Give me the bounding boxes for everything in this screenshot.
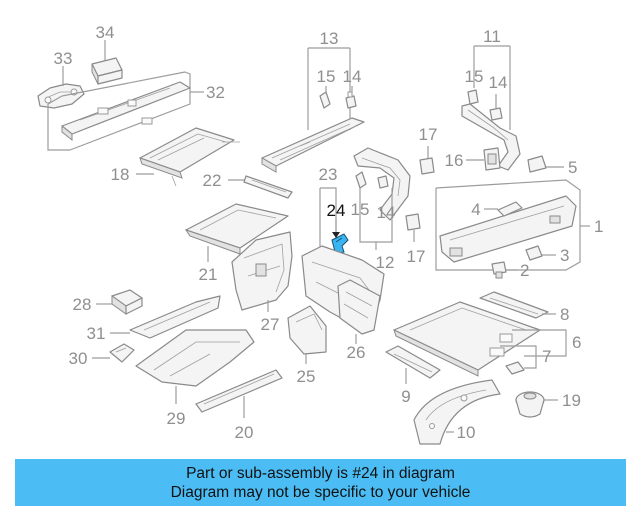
label-23: 23 xyxy=(319,165,338,184)
label-17-a: 17 xyxy=(419,125,438,144)
label-13: 13 xyxy=(320,29,339,48)
part-1-rear-trim-box xyxy=(435,179,581,271)
label-14-c: 14 xyxy=(377,203,396,222)
label-24-highlighted: 24 xyxy=(327,201,346,220)
label-7: 7 xyxy=(542,347,551,366)
label-10: 10 xyxy=(457,423,476,442)
info-banner: Part or sub-assembly is #24 in diagram D… xyxy=(15,459,626,506)
part-24-clip-highlighted[interactable] xyxy=(331,233,349,255)
part-8-strip[interactable] xyxy=(479,291,549,319)
label-5: 5 xyxy=(568,158,577,177)
label-17-b: 17 xyxy=(407,247,426,266)
part-29-floor-mat[interactable] xyxy=(135,329,255,387)
part-1-rear-trim[interactable] xyxy=(439,195,577,263)
part-32-assembly-box xyxy=(47,71,191,151)
part-28-box[interactable] xyxy=(111,289,143,315)
label-29: 29 xyxy=(167,409,186,428)
part-16-bracket[interactable] xyxy=(483,147,501,171)
part-21-floor-board[interactable] xyxy=(184,203,289,255)
part-31-panel[interactable] xyxy=(129,295,221,339)
label-15-c: 15 xyxy=(351,200,370,219)
label-14-b: 14 xyxy=(489,73,508,92)
leader-7 xyxy=(500,345,537,369)
part-10-wheel-house[interactable] xyxy=(413,379,501,445)
part-7-pad[interactable] xyxy=(505,361,525,375)
part-20-sill-strip[interactable] xyxy=(195,369,283,413)
part-6-cargo-floor[interactable] xyxy=(393,301,541,377)
label-30: 30 xyxy=(69,349,88,368)
label-20: 20 xyxy=(235,423,254,442)
parts-diagram: 34 33 32 13 15 14 11 15 14 17 16 5 18 22… xyxy=(37,23,603,445)
label-15-b: 15 xyxy=(465,67,484,86)
leader-6 xyxy=(512,329,567,357)
label-31: 31 xyxy=(87,324,106,343)
label-11: 11 xyxy=(483,27,501,46)
label-8: 8 xyxy=(560,305,569,324)
part-4-handle[interactable] xyxy=(497,201,523,217)
label-25: 25 xyxy=(297,367,316,386)
part-14-clip-b[interactable] xyxy=(489,107,503,121)
part-14-clip-c[interactable] xyxy=(377,175,389,189)
part-22-strip[interactable] xyxy=(243,175,293,199)
label-3: 3 xyxy=(560,246,569,265)
part-12-quarter-trim[interactable] xyxy=(353,147,411,221)
part-11-pillar-trim[interactable] xyxy=(461,103,521,171)
part-2-fastener[interactable] xyxy=(491,261,507,279)
label-14-a: 14 xyxy=(343,67,362,86)
label-26: 26 xyxy=(347,343,366,362)
label-12: 12 xyxy=(376,253,395,272)
part-13-sill-panel[interactable] xyxy=(261,117,365,173)
part-25-box-trim[interactable] xyxy=(287,305,327,355)
label-2: 2 xyxy=(520,261,529,280)
label-15-a: 15 xyxy=(317,67,336,86)
label-32: 32 xyxy=(206,83,225,102)
part-15-clip-a[interactable] xyxy=(319,91,331,109)
part-5-cap[interactable] xyxy=(527,155,547,173)
leader-24-arrow xyxy=(332,232,340,238)
part-30-bracket[interactable] xyxy=(109,343,135,363)
part-27-side-trim[interactable] xyxy=(231,231,293,311)
part-26-panel[interactable] xyxy=(337,279,381,335)
part-19-knob[interactable] xyxy=(515,391,545,418)
label-27: 27 xyxy=(261,315,280,334)
label-22: 22 xyxy=(203,171,222,190)
part-14-clip-a[interactable] xyxy=(345,91,357,109)
banner-line-2: Diagram may not be specific to your vehi… xyxy=(170,483,471,501)
part-17-cap-a[interactable] xyxy=(419,157,435,175)
part-15-clip-b[interactable] xyxy=(467,89,479,105)
part-18-package-tray[interactable] xyxy=(139,127,240,187)
label-18: 18 xyxy=(111,165,130,184)
label-21: 21 xyxy=(199,265,218,284)
part-15-clip-c[interactable] xyxy=(355,171,367,189)
part-34-module[interactable] xyxy=(91,57,123,85)
label-34: 34 xyxy=(96,23,115,42)
part-9-strip[interactable] xyxy=(385,345,441,379)
banner-line-1: Part or sub-assembly is #24 in diagram xyxy=(186,464,455,482)
label-19: 19 xyxy=(562,391,581,410)
part-3-clip[interactable] xyxy=(525,245,543,261)
label-9: 9 xyxy=(401,387,410,406)
part-17-cap-b[interactable] xyxy=(405,213,421,231)
label-1: 1 xyxy=(594,217,603,236)
label-28: 28 xyxy=(73,295,92,314)
label-16: 16 xyxy=(445,151,464,170)
label-33: 33 xyxy=(54,49,73,68)
label-6: 6 xyxy=(572,333,581,352)
part-32-shelf[interactable] xyxy=(61,81,191,142)
label-4: 4 xyxy=(471,200,480,219)
